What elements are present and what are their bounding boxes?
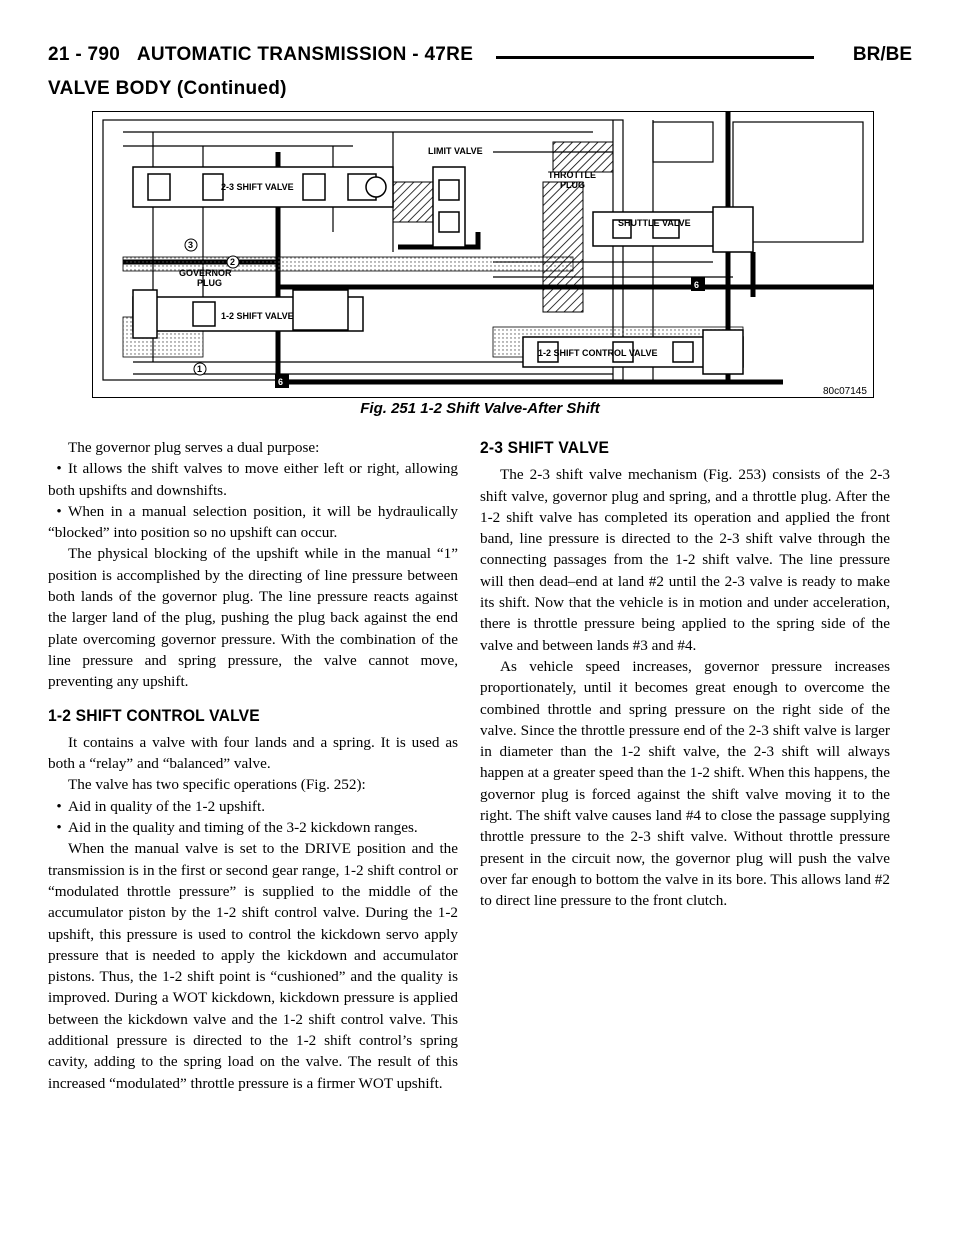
bullet-icon: • [56, 797, 62, 815]
bullet-text: It allows the shift valves to move eithe… [48, 460, 458, 499]
circuit-1-marker: 1 [197, 364, 202, 374]
figure-caption: Fig. 251 1-2 Shift Valve-After Shift [360, 400, 600, 417]
page-number: 21 - 790 [48, 44, 121, 65]
subheading: 1-2 SHIFT CONTROL VALVE [48, 705, 260, 725]
label-12-shift-control-valve: 1-2 SHIFT CONTROL VALVE [538, 348, 658, 358]
bullet-item: • Aid in the quality and timing of the 3-… [48, 817, 458, 838]
section-name: AUTOMATIC TRANSMISSION - 47RE [136, 44, 474, 65]
paragraph: The 2-3 shift valve mechanism (Fig. 253)… [480, 466, 890, 654]
bullet-text: Aid in the quality and timing of the 3-2… [68, 819, 418, 837]
subheading: 2-3 SHIFT VALVE [480, 438, 610, 457]
bullet-item: •When in a manual selection position, it… [48, 501, 458, 544]
bullet-icon: • [56, 502, 62, 520]
page-header: 21 - 790 AUTOMATIC TRANSMISSION - 47RE B… [48, 44, 912, 76]
header-rule [496, 56, 814, 59]
circuit-3-marker: 3 [188, 240, 193, 250]
page-header-title: 21 - 790 AUTOMATIC TRANSMISSION - 47RE [48, 44, 473, 66]
figure-id: 80c07145 [823, 386, 867, 397]
label-throttle: THROTTLE [548, 170, 596, 180]
paragraph: The governor plug serves a dual purpose: [68, 439, 320, 456]
label-governor-plug: PLUG [197, 278, 222, 288]
label-limit-valve: LIMIT VALVE [428, 146, 483, 156]
circuit-2-marker: 2 [230, 257, 235, 267]
paragraph: When the manual valve is set to the DRIV… [48, 840, 458, 1092]
diagram-svg: LIMIT VALVE 2-3 SHIFT VALVE THROTTLE PLU… [102, 112, 873, 397]
right-column: 2-3 SHIFT VALVE The 2-3 shift valve mech… [480, 437, 890, 912]
label-shuttle-valve: SHUTTLE VALVE [618, 218, 691, 228]
paragraph: The physical blocking of the upshift whi… [48, 545, 458, 691]
circuit-6-marker-a: 6 [694, 280, 699, 290]
section-title: VALVE BODY (Continued) [48, 78, 287, 99]
left-column: The governor plug serves a dual purpose:… [48, 437, 458, 1094]
paragraph: It contains a valve with four lands and … [48, 733, 458, 773]
bullet-text: When in a manual selection position, it … [48, 502, 458, 542]
bullet-icon: • [56, 819, 62, 837]
bullet-item: •It allows the shift valves to move eith… [48, 458, 458, 501]
circuit-6-marker-b: 6 [278, 377, 283, 387]
paragraph: The valve has two specific operations (F… [68, 776, 366, 794]
label-12-shift-valve: 1-2 SHIFT VALVE [221, 311, 294, 321]
paragraph: As vehicle speed increases, governor pre… [480, 657, 890, 910]
hydraulic-diagram: LIMIT VALVE 2-3 SHIFT VALVE THROTTLE PLU… [92, 111, 874, 398]
label-throttle-plug: PLUG [560, 180, 585, 190]
bullet-text: Aid in quality of the 1-2 upshift. [68, 797, 265, 815]
label-governor: GOVERNOR [179, 268, 232, 278]
bullet-icon: • [56, 460, 62, 478]
bullet-item: • Aid in quality of the 1-2 upshift. [48, 796, 458, 817]
label-23-shift-valve: 2-3 SHIFT VALVE [221, 182, 294, 192]
model-code: BR/BE [852, 44, 912, 65]
